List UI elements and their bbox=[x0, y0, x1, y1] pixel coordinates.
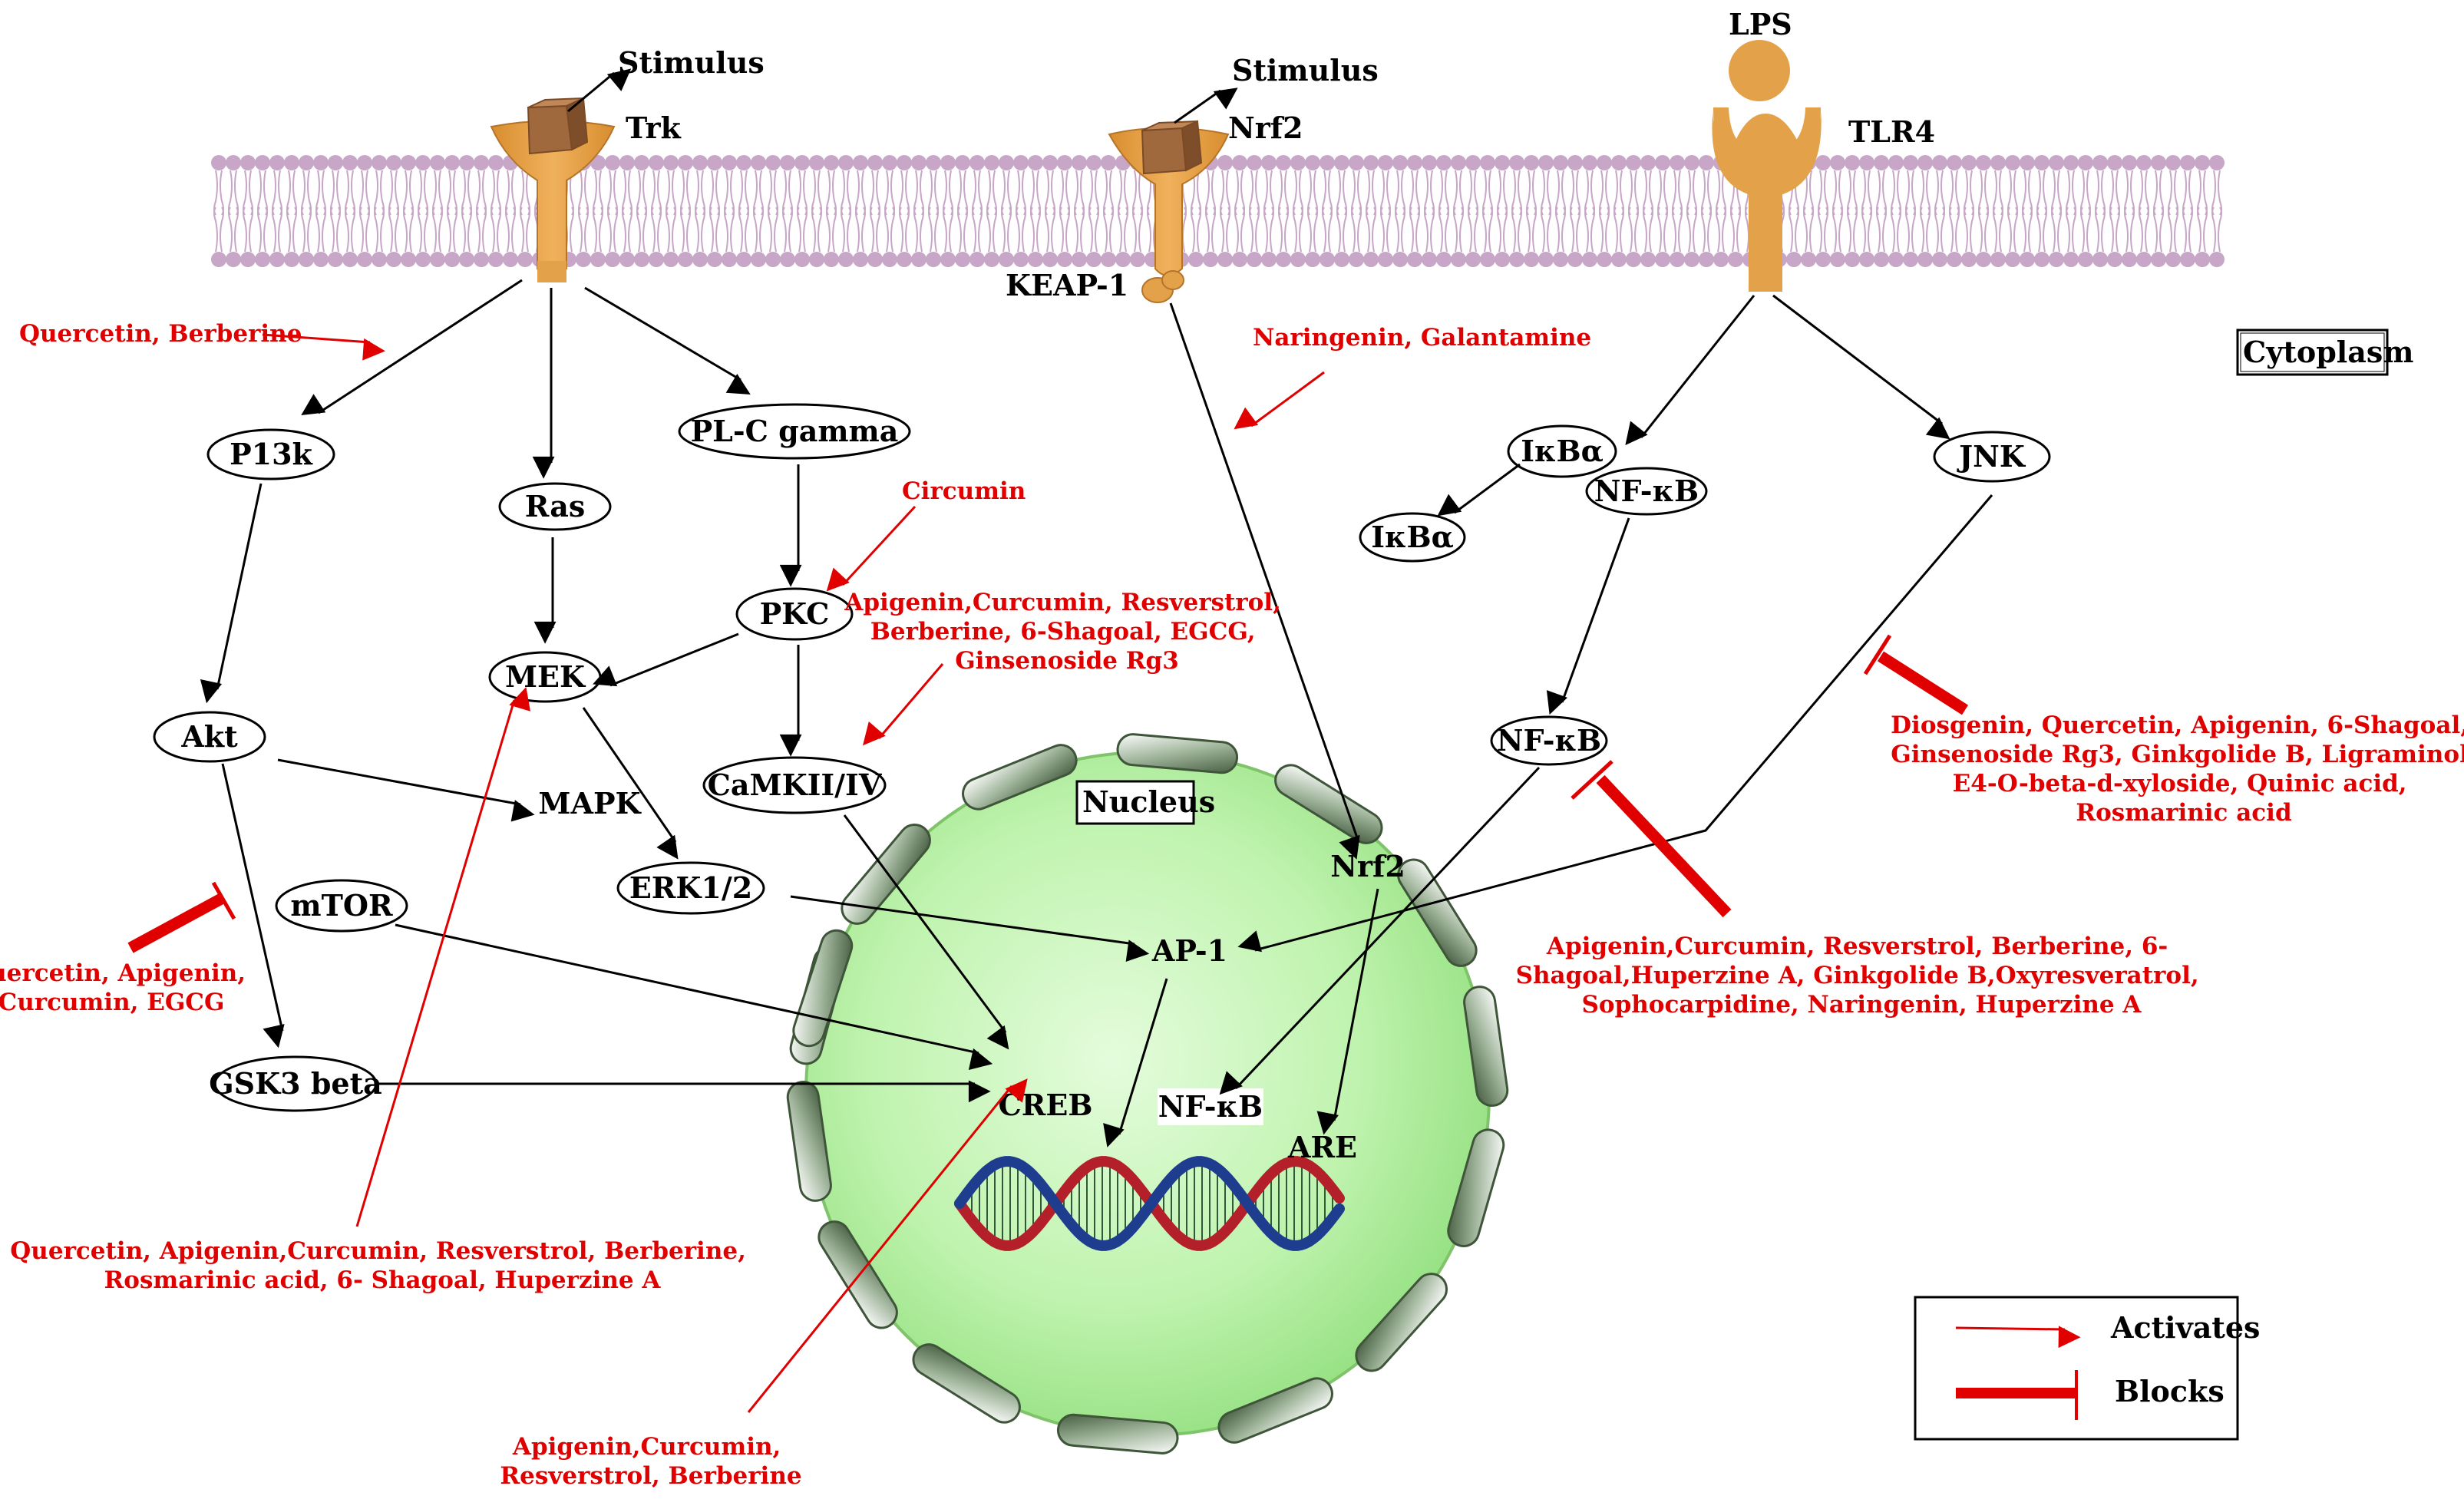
nuclear-pores bbox=[786, 733, 1509, 1455]
ikba-2-label: IκBα bbox=[1371, 520, 1454, 554]
node-nfkb-2: NF-κB bbox=[1490, 715, 1608, 766]
activates-arrow-icon bbox=[1955, 1326, 2081, 1349]
nfkb-nuclear-label: NF-κB bbox=[1158, 1089, 1263, 1124]
compound-label-nfkb: Apigenin,Curcumin, Resverstrol, Berberin… bbox=[1516, 933, 2208, 1019]
node-gsk3-beta: GSK3 beta bbox=[209, 1055, 382, 1112]
cytoplasm-label-box: Cytoplasm bbox=[2236, 329, 2413, 376]
keap1-label: KEAP-1 bbox=[1006, 268, 1128, 302]
trk-receptor-icon bbox=[490, 97, 616, 282]
compound-label-quercetin-berberine: Quercetin, Berberine bbox=[19, 320, 302, 348]
legend-activates-label: Activates bbox=[2110, 1310, 2260, 1345]
node-nfkb-1: NF-κB bbox=[1585, 467, 1708, 516]
stimulus-label-trk: Stimulus bbox=[618, 45, 765, 80]
mapk-label: MAPK bbox=[538, 786, 642, 821]
node-akt: Akt bbox=[153, 711, 266, 763]
node-plc-gamma: PL-C gamma bbox=[678, 403, 911, 460]
nrf2-receptor-label: Nrf2 bbox=[1228, 111, 1303, 145]
red-activate-arrows bbox=[262, 333, 1325, 1413]
erk-label: ERK1/2 bbox=[629, 870, 752, 905]
nrf2-receptor-icon bbox=[1108, 120, 1230, 303]
black-arrows bbox=[200, 279, 1993, 1147]
node-mek: MEK bbox=[488, 651, 602, 703]
plc-gamma-label: PL-C gamma bbox=[691, 414, 899, 448]
cytoplasm-label: Cytoplasm bbox=[2243, 335, 2413, 369]
gsk3-beta-label: GSK3 beta bbox=[209, 1066, 382, 1101]
stimulus-label-nrf2: Stimulus bbox=[1232, 53, 1379, 88]
pi3k-label: P13k bbox=[230, 437, 312, 471]
node-jnk: JNK bbox=[1933, 431, 2051, 483]
dna-helix-icon bbox=[954, 1156, 1345, 1251]
compound-label-mek: Quercetin, Apigenin,Curcumin, Resverstro… bbox=[10, 1237, 754, 1294]
lps-label: LPS bbox=[1729, 7, 1792, 41]
node-ikba-2: IκBα bbox=[1359, 512, 1466, 563]
legend: Activates Blocks bbox=[1914, 1296, 2260, 1441]
nfkb-1-label: NF-κB bbox=[1594, 474, 1699, 508]
nucleus bbox=[786, 733, 1509, 1455]
nfkb-nuclear-box: NF-κB bbox=[1158, 1088, 1263, 1125]
pkc-label: PKC bbox=[760, 596, 830, 631]
compound-label-pkc-camkii: Apigenin,Curcumin, Resverstrol, Berberin… bbox=[844, 589, 1289, 675]
node-erk: ERK1/2 bbox=[616, 861, 765, 915]
node-pkc: PKC bbox=[735, 587, 854, 641]
mek-label: MEK bbox=[505, 659, 586, 694]
tlr4-label: TLR4 bbox=[1848, 114, 1935, 149]
compound-label-akt-gsk3: Quercetin, Apigenin, Curcumin, EGCG bbox=[0, 959, 254, 1016]
mtor-label: mTOR bbox=[290, 888, 393, 923]
legend-blocks-label: Blocks bbox=[2115, 1374, 2225, 1408]
compound-texts: Quercetin, Berberine Circumin Naringenin… bbox=[0, 320, 2464, 1490]
compound-label-naringenin-galantamine: Naringenin, Galantamine bbox=[1253, 324, 1591, 352]
node-mtor: mTOR bbox=[275, 879, 408, 933]
node-ras: Ras bbox=[498, 482, 612, 531]
node-pi3k: P13k bbox=[206, 428, 335, 480]
compound-label-creb: Apigenin,Curcumin, Resverstrol, Berberin… bbox=[500, 1433, 801, 1490]
node-camkii: CaMKII/IV bbox=[702, 756, 887, 814]
ap1-label: AP-1 bbox=[1151, 933, 1227, 968]
jnk-label: JNK bbox=[1957, 439, 2026, 474]
red-block-symbols bbox=[127, 634, 1969, 953]
cell-membrane bbox=[211, 155, 2225, 267]
camkii-label: CaMKII/IV bbox=[708, 768, 883, 802]
trk-label: Trk bbox=[626, 111, 682, 145]
nucleus-label: Nucleus bbox=[1082, 784, 1215, 819]
ras-label: Ras bbox=[525, 489, 585, 523]
lps-icon bbox=[1729, 40, 1790, 101]
compound-label-jnk: Diosgenin, Quercetin, Apigenin, 6-Shagoa… bbox=[1891, 712, 2464, 827]
nucleus-label-box: Nucleus bbox=[1075, 780, 1215, 825]
nfkb-2-label: NF-κB bbox=[1497, 723, 1601, 758]
compound-label-circumin: Circumin bbox=[902, 477, 1026, 505]
akt-label: Akt bbox=[180, 719, 238, 754]
creb-label: CREB bbox=[999, 1088, 1093, 1122]
nrf2-nuclear-label: Nrf2 bbox=[1330, 849, 1405, 883]
node-ikba-1: IκBα bbox=[1507, 424, 1617, 478]
are-label: ARE bbox=[1287, 1130, 1357, 1164]
ikba-1-label: IκBα bbox=[1521, 434, 1604, 468]
tlr4-receptor-icon bbox=[1712, 40, 1822, 292]
